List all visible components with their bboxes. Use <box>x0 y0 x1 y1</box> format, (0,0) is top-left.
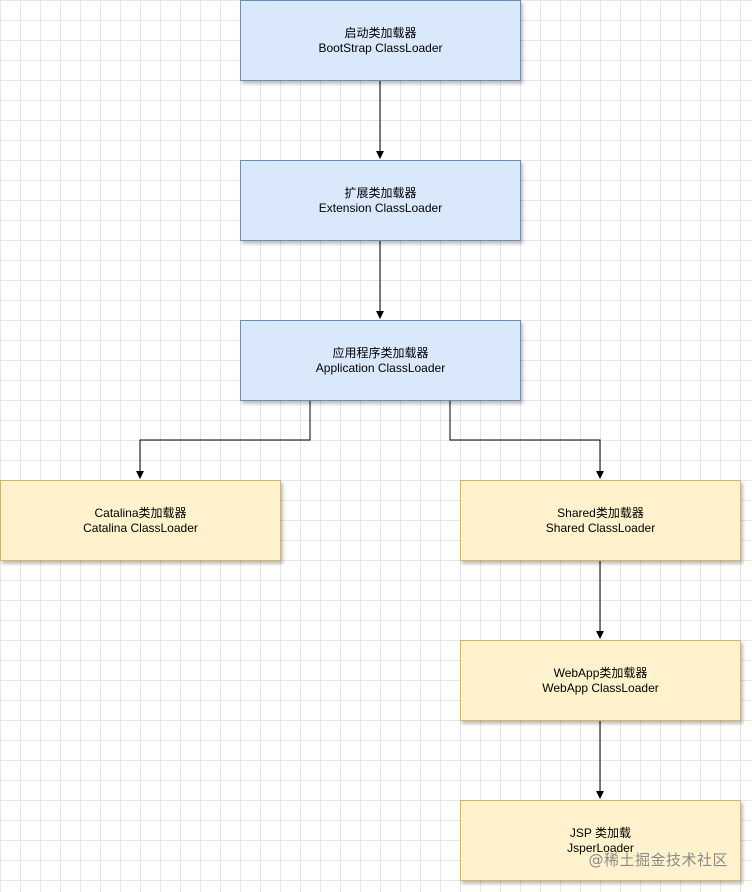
watermark-text: @稀土掘金技术社区 <box>588 851 728 869</box>
node-webapp-line2: WebApp ClassLoader <box>542 680 659 695</box>
edge-application-to-catalina <box>136 400 311 479</box>
node-jsp-line1: JSP 类加载 <box>569 825 632 840</box>
node-catalina-classloader[interactable]: Catalina类加载器 Catalina ClassLoader <box>0 480 281 561</box>
node-jsp-line2: JsperLoader <box>567 840 634 855</box>
node-bootstrap-line2: BootStrap ClassLoader <box>318 40 443 55</box>
node-webapp-line1: WebApp类加载器 <box>553 665 648 680</box>
node-bootstrap-classloader[interactable]: 启动类加载器 BootStrap ClassLoader <box>240 0 521 81</box>
node-catalina-line1: Catalina类加载器 <box>94 505 187 520</box>
node-bootstrap-line1: 启动类加载器 <box>344 25 417 40</box>
edge-application-to-shared <box>449 400 604 479</box>
node-jsp-classloader[interactable]: JSP 类加载 JsperLoader <box>460 800 741 881</box>
node-application-classloader[interactable]: 应用程序类加载器 Application ClassLoader <box>240 320 521 401</box>
node-shared-line2: Shared ClassLoader <box>545 520 656 535</box>
node-application-line1: 应用程序类加载器 <box>332 345 429 360</box>
node-shared-line1: Shared类加载器 <box>557 505 644 520</box>
node-extension-classloader[interactable]: 扩展类加载器 Extension ClassLoader <box>240 160 521 241</box>
node-catalina-line2: Catalina ClassLoader <box>83 520 198 535</box>
node-extension-line2: Extension ClassLoader <box>318 200 443 215</box>
node-webapp-classloader[interactable]: WebApp类加载器 WebApp ClassLoader <box>460 640 741 721</box>
node-extension-line1: 扩展类加载器 <box>344 185 417 200</box>
node-shared-classloader[interactable]: Shared类加载器 Shared ClassLoader <box>460 480 741 561</box>
node-application-line2: Application ClassLoader <box>315 360 446 375</box>
